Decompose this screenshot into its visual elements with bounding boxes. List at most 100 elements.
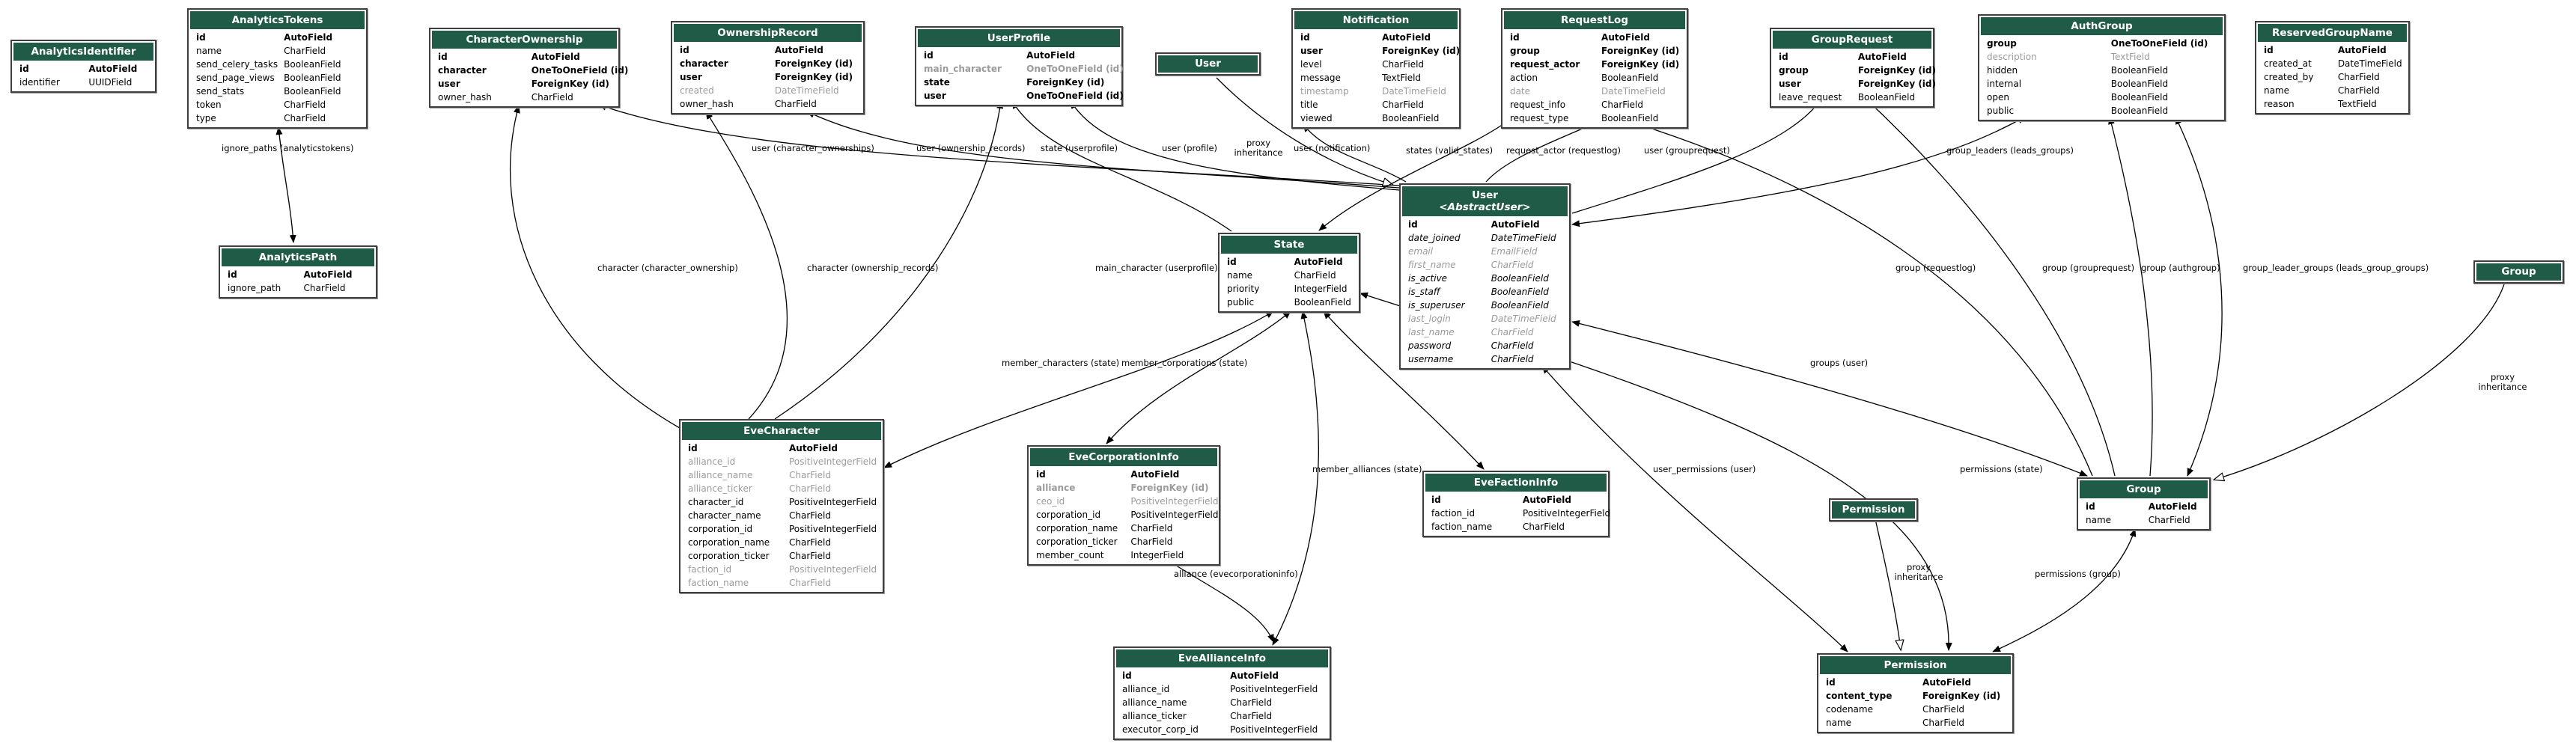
edge-label: user (notification) [1294, 143, 1371, 153]
edge-label: main_character (userprofile) [1095, 263, 1218, 273]
field-type: IntegerField [1130, 550, 1184, 560]
field-name: hidden [1987, 65, 2018, 76]
field-name: send_page_views [196, 73, 275, 83]
relationship-edge [1635, 122, 2093, 477]
field-type: OneToOneField (id) [531, 65, 629, 76]
field-name: faction_id [1431, 508, 1476, 519]
field-name: alliance_id [688, 456, 736, 467]
field-type: CharField [789, 551, 831, 561]
field-type: DateTimeField [2337, 58, 2402, 69]
model-name: User [1195, 58, 1221, 70]
field-name: send_stats [196, 86, 245, 97]
field-type: CharField [1130, 523, 1173, 533]
edge-label: state (userprofile) [1041, 143, 1118, 153]
field-name: public [1987, 106, 2015, 116]
model-name: Group [2126, 483, 2161, 495]
edge-label: user (character_ownerships) [752, 143, 874, 153]
edge-label: user (grouprequest) [1644, 145, 1730, 156]
model-header: UserProfile [918, 29, 1120, 47]
inheritance-edge [2214, 284, 2505, 480]
model-name: EveCharacter [743, 425, 820, 437]
field-type: CharField [2337, 85, 2380, 96]
field-type: AutoField [1601, 32, 1650, 43]
field-type: BooleanField [1382, 113, 1440, 123]
field-name: last_login [1408, 314, 1451, 324]
field-type: BooleanField [1857, 92, 1916, 103]
field-type: CharField [789, 483, 831, 494]
field-type: CharField [1922, 704, 1965, 715]
edge-label: member_characters (state) [1002, 358, 1120, 368]
field-name: id [196, 32, 206, 43]
model-header: EveAllianceInfo [1116, 649, 1328, 667]
model-name: CharacterOwnership [466, 34, 583, 46]
field-name: priority [1227, 284, 1260, 294]
model-header: AnalyticsTokens [190, 11, 365, 29]
field-name: ceo_id [1036, 496, 1065, 507]
field-name: user [1779, 79, 1801, 89]
edge-label: proxy inheritance [1234, 138, 1283, 158]
edge-label: permissions (group) [2035, 569, 2121, 579]
field-name: alliance_name [1122, 697, 1187, 708]
field-type: BooleanField [1294, 297, 1351, 308]
edge-label: user (profile) [1162, 143, 1218, 153]
field-type: ForeignKey (id) [774, 58, 853, 69]
field-name: alliance_id [1122, 684, 1170, 694]
relationship-edge [509, 105, 680, 429]
model-name: EveFactionInfo [1473, 477, 1559, 489]
model-header: Permission [1820, 656, 2011, 674]
field-type: PositiveIntegerField [789, 497, 877, 507]
edge-label: member_alliances (state) [1312, 464, 1422, 474]
field-type: EmailField [1491, 246, 1538, 257]
model-name: AnalyticsPath [258, 251, 338, 263]
relationship-edge [774, 100, 1004, 420]
relationship-edge [2108, 116, 2153, 477]
model-header: EveFactionInfo [1425, 474, 1607, 492]
proxy-model-box-group: Group [2473, 260, 2564, 284]
field-type: TextField [2337, 99, 2377, 109]
field-name: id [228, 269, 237, 280]
field-type: CharField [789, 470, 831, 480]
relationship-edge [275, 126, 296, 243]
field-name: id [2086, 501, 2095, 512]
field-type: OneToOneField (id) [1026, 91, 1124, 101]
field-type: BooleanField [2110, 65, 2169, 76]
field-type: DateTimeField [774, 85, 839, 96]
edge-label: group (grouprequest) [2042, 263, 2135, 273]
